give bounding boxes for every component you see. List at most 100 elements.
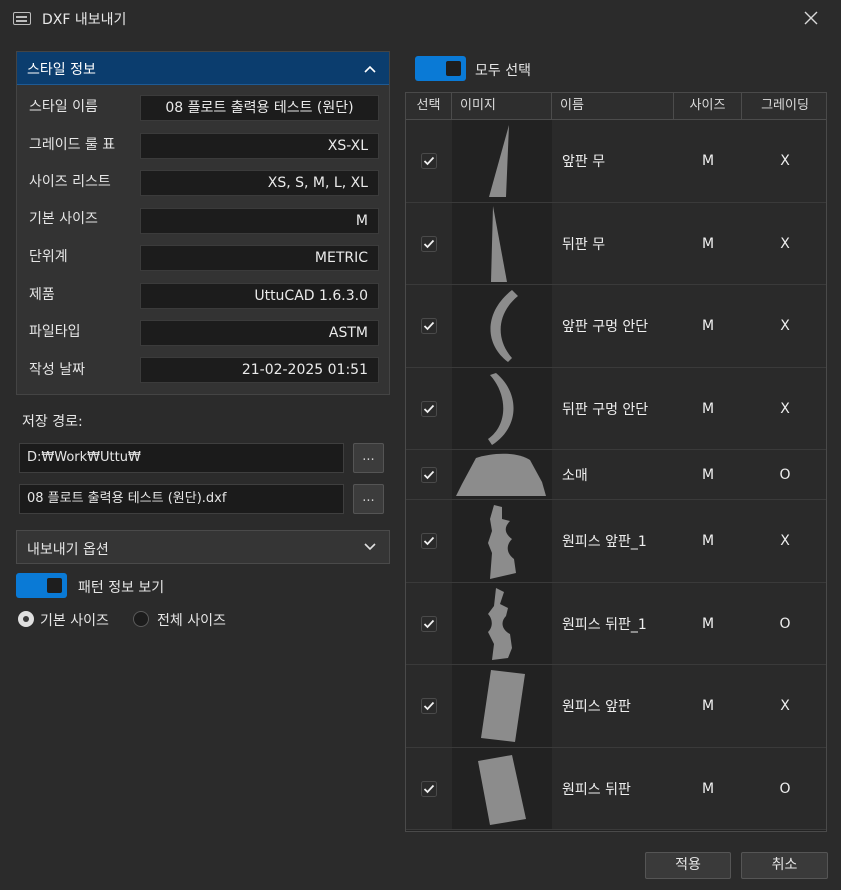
row-image-cell — [452, 285, 552, 367]
row-checkbox[interactable] — [406, 450, 452, 499]
close-button[interactable] — [798, 6, 824, 30]
row-name: 원피스 뒤판 — [552, 748, 674, 829]
row-name: 앞판 구멍 안단 — [552, 285, 674, 367]
folder-path-input[interactable]: D:₩Work₩Uttu₩ — [19, 443, 344, 473]
style-info-panel: 스타일 정보 스타일 이름 08 플로트 출력용 테스트 (원단) 그레이드 룰… — [16, 51, 390, 395]
row-grading: O — [742, 583, 826, 664]
file-name-input[interactable]: 08 플로트 출력용 테스트 (원단).dxf — [19, 484, 344, 514]
pattern-piece-thumbnail — [478, 754, 526, 825]
col-header-select[interactable]: 선택 — [406, 93, 452, 120]
checkbox-checked-icon — [421, 235, 437, 252]
row-grading: X — [742, 665, 826, 747]
all-size-radio[interactable] — [133, 611, 149, 627]
row-size: M — [674, 583, 742, 664]
col-header-image[interactable]: 이미지 — [452, 93, 552, 120]
row-name: 원피스 앞판 — [552, 665, 674, 747]
pattern-piece-thumbnail — [488, 505, 516, 579]
title-bar: DXF 내보내기 — [0, 0, 841, 36]
base-size-radio[interactable] — [18, 611, 34, 627]
product-label: 제품 — [29, 287, 55, 303]
checkbox-checked-icon — [421, 698, 437, 714]
select-all-toggle[interactable] — [415, 56, 466, 81]
row-name: 뒤판 무 — [552, 203, 674, 284]
row-checkbox[interactable] — [406, 368, 452, 449]
pattern-piece-thumbnail — [481, 670, 525, 742]
pattern-info-toggle[interactable] — [16, 573, 67, 598]
file-type-label: 파일타입 — [29, 324, 81, 340]
row-grading: X — [742, 203, 826, 284]
row-size: M — [674, 368, 742, 449]
row-size: M — [674, 120, 742, 202]
checkbox-checked-icon — [421, 318, 437, 334]
row-checkbox[interactable] — [406, 203, 452, 284]
style-name-label: 스타일 이름 — [29, 99, 98, 115]
pattern-piece-thumbnail — [488, 372, 514, 445]
chevron-down-icon[interactable] — [362, 539, 378, 555]
row-image-cell — [452, 450, 552, 499]
size-list-label: 사이즈 리스트 — [29, 174, 111, 190]
row-name: 원피스 앞판_1 — [552, 500, 674, 582]
row-name: 뒤판 구멍 안단 — [552, 368, 674, 449]
row-checkbox[interactable] — [406, 583, 452, 664]
keyboard-icon — [13, 12, 31, 25]
pattern-piece-thumbnail — [488, 587, 512, 660]
row-image-cell — [452, 120, 552, 202]
row-grading: X — [742, 500, 826, 582]
checkbox-checked-icon — [421, 533, 437, 549]
checkbox-checked-icon — [421, 615, 437, 632]
apply-button[interactable]: 적용 — [645, 852, 731, 879]
row-name: 원피스 뒤판_1 — [552, 583, 674, 664]
checkbox-checked-icon — [421, 400, 437, 417]
cancel-button[interactable]: 취소 — [741, 852, 828, 879]
style-info-header[interactable]: 스타일 정보 — [17, 52, 389, 85]
base-size-radio-label: 기본 사이즈 — [40, 613, 109, 629]
row-checkbox[interactable] — [406, 285, 452, 367]
col-header-grading[interactable]: 그레이딩 — [742, 93, 826, 120]
row-image-cell — [452, 368, 552, 449]
row-size: M — [674, 748, 742, 829]
row-checkbox[interactable] — [406, 748, 452, 829]
row-size: M — [674, 500, 742, 582]
row-checkbox[interactable] — [406, 500, 452, 582]
row-checkbox[interactable] — [406, 120, 452, 202]
export-options-title: 내보내기 옵션 — [27, 542, 109, 558]
col-header-name[interactable]: 이름 — [552, 93, 674, 120]
col-header-size[interactable]: 사이즈 — [674, 93, 742, 120]
row-image-cell — [452, 500, 552, 582]
pattern-piece-thumbnail — [489, 125, 509, 197]
pattern-piece-thumbnail — [490, 290, 518, 362]
row-grading: O — [742, 748, 826, 829]
checkbox-checked-icon — [421, 153, 437, 169]
row-checkbox[interactable] — [406, 665, 452, 747]
created-date-field: 21-02-2025 01:51 — [140, 357, 379, 383]
browse-folder-button[interactable]: ... — [353, 443, 384, 473]
size-list-field: XS, S, M, L, XL — [140, 170, 379, 196]
row-grading: O — [742, 450, 826, 499]
row-image-cell — [452, 748, 552, 829]
row-image-cell — [452, 583, 552, 664]
select-all-label: 모두 선택 — [475, 63, 531, 79]
row-image-cell — [452, 665, 552, 747]
style-name-field: 08 플로트 출력용 테스트 (원단) — [140, 95, 379, 121]
product-field: UttuCAD 1.6.3.0 — [140, 283, 379, 309]
row-grading: X — [742, 368, 826, 449]
export-options-header[interactable]: 내보내기 옵션 — [16, 530, 390, 564]
close-icon — [804, 11, 818, 25]
save-path-label: 저장 경로: — [22, 414, 83, 430]
browse-file-button[interactable]: ... — [353, 484, 384, 514]
window-title: DXF 내보내기 — [42, 12, 127, 28]
row-image-cell — [452, 203, 552, 284]
grade-rule-label: 그레이드 룰 표 — [29, 137, 116, 153]
row-grading: X — [742, 120, 826, 202]
chevron-up-icon[interactable] — [362, 61, 378, 77]
